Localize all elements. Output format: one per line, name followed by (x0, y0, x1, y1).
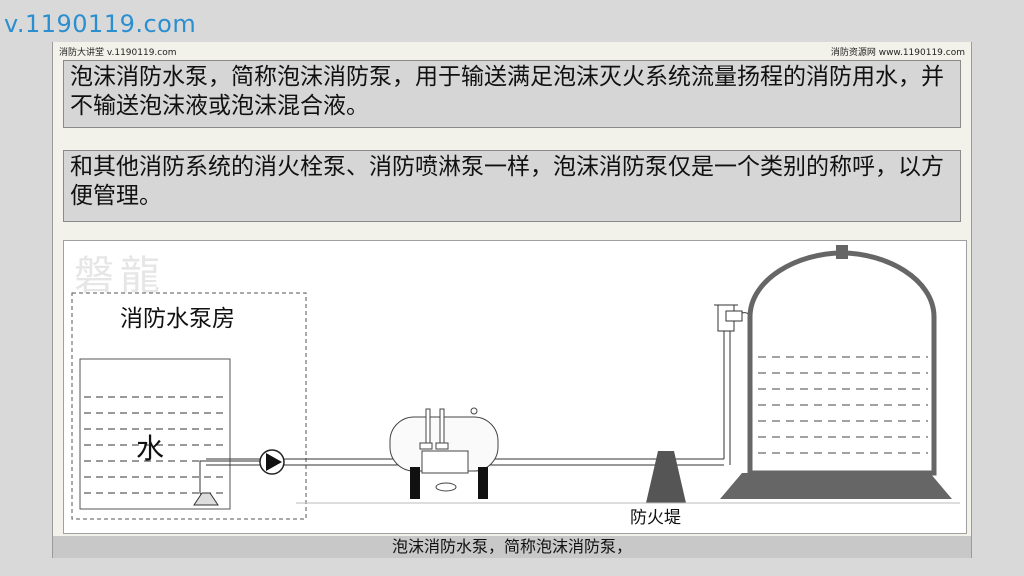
text-box-definition: 泡沫消防水泵，简称泡沫消防泵，用于输送满足泡沫灭火系统流量扬程的消防用水，并不输… (63, 60, 961, 128)
header-left-label: 消防大讲堂 v.1190119.com (59, 48, 177, 58)
storage-tank-base (720, 473, 952, 499)
foam-pump-diagram: 磐龍 (63, 240, 967, 534)
drain-valve (435, 482, 457, 492)
fire-dike-label: 防火堤 (630, 508, 681, 528)
tank-leg-left (410, 467, 420, 499)
storage-tank-liquid-lines (758, 356, 928, 454)
pump-room-label: 消防水泵房 (120, 306, 235, 332)
video-subtitle: 泡沫消防水泵，简称泡沫消防泵， (53, 536, 971, 558)
water-label: 水 (136, 432, 165, 465)
pump-arrow (266, 453, 282, 471)
storage-tank-shell (747, 250, 937, 476)
site-watermark: v.1190119.com (4, 10, 197, 38)
foam-maker (714, 304, 752, 332)
water-tank (79, 358, 231, 510)
tank-gauge (470, 407, 478, 415)
header-right-label: 消防资源网 www.1190119.com (830, 48, 965, 58)
storage-tank-vent (836, 245, 848, 259)
slide: 消防大讲堂 v.1190119.com 消防资源网 www.1190119.co… (52, 42, 972, 558)
fire-dike (646, 451, 686, 503)
tank-leg-right (478, 467, 488, 499)
diagram-drawing (71, 245, 960, 520)
suction-foot-valve (193, 492, 219, 506)
tank-valves (419, 408, 469, 474)
text-box-category: 和其他消防系统的消火栓泵、消防喷淋泵一样，泡沫消防泵仅是一个类别的称呼，以方便管… (63, 150, 961, 222)
logo-watermark: 磐龍 (74, 253, 166, 299)
pump-room-boundary (71, 292, 307, 520)
